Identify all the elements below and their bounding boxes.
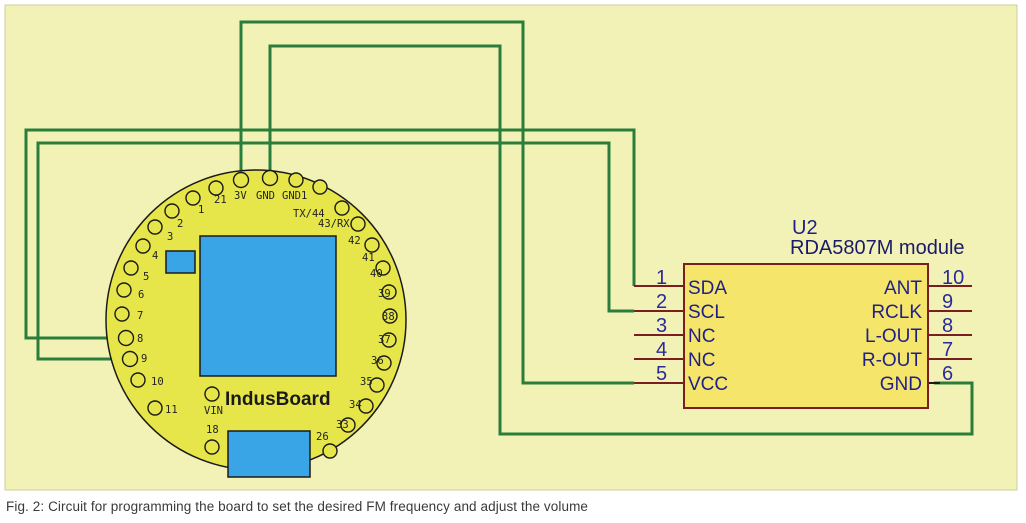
- pin-number: 10: [942, 267, 964, 289]
- pin-label: 26: [316, 431, 329, 443]
- pin-label-vin: VIN: [204, 405, 223, 417]
- pin-label: 7: [137, 310, 143, 322]
- pin-label: 11: [165, 404, 178, 416]
- pin-name-scl: SCL: [688, 302, 725, 323]
- wires: [24, 20, 974, 436]
- pin-label: 39: [378, 288, 391, 300]
- pad: [376, 355, 392, 371]
- pad: [375, 260, 391, 276]
- pin-label: 8: [137, 333, 143, 345]
- pin-label: 41: [362, 252, 375, 264]
- pad: [381, 332, 397, 348]
- pin-label: 35: [360, 376, 373, 388]
- pin-label-3v: 3V: [234, 190, 247, 202]
- pad: [147, 400, 163, 416]
- pad: [114, 306, 130, 322]
- board-usb-connector: [227, 430, 311, 478]
- pin-label: 37: [378, 334, 391, 346]
- pad: [164, 203, 180, 219]
- module-ref: U2: [792, 217, 818, 239]
- pin-label: 6: [138, 289, 144, 301]
- pad: [208, 180, 224, 196]
- module-pin-stubs: [634, 285, 972, 384]
- pin-number: 1: [656, 267, 667, 289]
- pin-name-gnd: GND: [880, 374, 922, 395]
- wire-3v-vcc: [239, 20, 634, 385]
- pin-number: 9: [942, 291, 953, 313]
- pin-label: 42: [348, 235, 361, 247]
- pin-name-rclk: RCLK: [871, 302, 922, 323]
- rda5807m-module: U2 RDA5807M module 1 SDA 2 SCL 3 NC 4 NC…: [634, 217, 972, 409]
- pin-name-vcc: VCC: [688, 374, 728, 395]
- pin-label: 43/RX: [318, 218, 350, 230]
- pad: [130, 372, 146, 388]
- pin-label: 9: [141, 353, 147, 365]
- pin-label: 4: [152, 250, 158, 262]
- wire-gnd-gnd: [268, 44, 974, 436]
- pad: [116, 282, 132, 298]
- pin-label: 2: [177, 218, 183, 230]
- pin-label-gnd: GND: [256, 190, 275, 202]
- pad: [147, 219, 163, 235]
- board-pin-labels: 3V GND GND1 21 1 2 3 4 5 6 7 8 9 10 11 T…: [137, 190, 395, 443]
- pin-number: 5: [656, 363, 667, 385]
- pad: [340, 417, 356, 433]
- pad: [358, 398, 374, 414]
- pad-gnd: [261, 169, 279, 187]
- pad-9: [121, 350, 139, 368]
- figure-caption: Fig. 2: Circuit for programming the boar…: [6, 499, 589, 514]
- pin-label: 34: [349, 399, 362, 411]
- pin-number: 2: [656, 291, 667, 313]
- pad: [322, 443, 338, 459]
- pin-label-gnd1: GND1: [282, 190, 307, 202]
- module-body: [683, 263, 929, 409]
- pin-label: 10: [151, 376, 164, 388]
- wire-pin8-sda: [24, 128, 636, 340]
- pad-8: [117, 329, 135, 347]
- pin-number: 4: [656, 339, 667, 361]
- pin-name-l-out: L-OUT: [865, 326, 922, 347]
- pin-label: 38: [382, 311, 395, 323]
- pin-name-sda: SDA: [688, 278, 727, 299]
- pad: [135, 238, 151, 254]
- pin-label: TX/44: [293, 208, 325, 220]
- board-small-chip: [165, 250, 196, 274]
- pin-number: 7: [942, 339, 953, 361]
- pin-number: 3: [656, 315, 667, 337]
- pin-name-ant: ANT: [884, 278, 922, 299]
- pad: [350, 216, 366, 232]
- pin-number: 6: [942, 363, 953, 385]
- pin-name-nc: NC: [688, 326, 715, 347]
- board-chip: [199, 235, 337, 377]
- pad: [381, 284, 397, 300]
- pad-gnd1: [288, 172, 304, 188]
- indus-board: IndusBoard: [105, 169, 407, 478]
- pad: [123, 260, 139, 276]
- pin-label: 1: [198, 204, 204, 216]
- board-name: IndusBoard: [225, 389, 331, 410]
- module-name: RDA5807M module: [790, 237, 965, 259]
- pad: [364, 237, 380, 253]
- pin-label: 18: [206, 424, 219, 436]
- pad: [204, 386, 220, 402]
- pad: [334, 200, 350, 216]
- wire-pin9-scl: [36, 141, 634, 361]
- pin-number: 8: [942, 315, 953, 337]
- pin-label: 40: [370, 268, 383, 280]
- pad: [204, 439, 220, 455]
- pad: [312, 179, 328, 195]
- pad-3v: [232, 171, 250, 189]
- pad: [369, 377, 385, 393]
- pin-name-r-out: R-OUT: [862, 350, 923, 371]
- pin-name-nc: NC: [688, 350, 715, 371]
- pad: [185, 190, 201, 206]
- board-pads: [114, 169, 398, 459]
- pin-label: 5: [143, 271, 149, 283]
- pin-label: 33: [336, 419, 349, 431]
- pad: [382, 308, 398, 324]
- pin-label: 21: [214, 194, 227, 206]
- pin-label: 36: [371, 355, 384, 367]
- pin-label: 3: [167, 231, 173, 243]
